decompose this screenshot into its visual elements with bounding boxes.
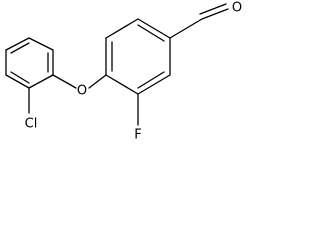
bond-c-o-double-2 xyxy=(199,3,227,15)
bond-ring-a-double-3 xyxy=(10,71,30,84)
bond-ring-a-5 xyxy=(5,74,30,89)
bond-ring-a-4 xyxy=(28,74,54,89)
bond-ring-a-1 xyxy=(5,37,30,51)
chemical-structure-diagram: Cl O F O xyxy=(5,1,242,143)
bond-ring-a-2 xyxy=(28,37,54,51)
ether-oxygen-label: O xyxy=(77,84,87,99)
bond-ring-b-double-3 xyxy=(137,71,165,89)
bond-ring-b-5 xyxy=(137,74,171,95)
bond-ring-b-6 xyxy=(105,74,139,95)
fluorine-label: F xyxy=(134,128,141,143)
chlorine-label: Cl xyxy=(25,117,38,132)
bond-ring-b-double-2 xyxy=(137,24,165,42)
bond-ring-b-3 xyxy=(137,18,171,39)
chlorophenyl-ring xyxy=(5,37,54,89)
bond-ring-cho xyxy=(169,18,203,39)
bond-ring-b-2 xyxy=(105,18,139,39)
bond-c-o-double-1 xyxy=(201,8,229,20)
bond-ring-a-double-1 xyxy=(10,42,30,54)
fluorobenzaldehyde-ring xyxy=(105,18,171,95)
aldehyde-oxygen-label: O xyxy=(232,1,242,16)
bond-ring-a-o xyxy=(52,74,77,89)
bond-o-ring-b xyxy=(88,74,107,89)
